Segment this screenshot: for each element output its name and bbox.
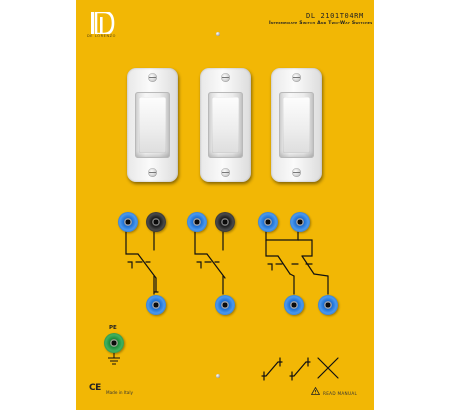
module-model: DL 2101T04RM [306, 12, 364, 20]
brand-tagline: DE LORENZO [87, 34, 117, 38]
jack-blue-top-3[interactable] [258, 212, 278, 232]
plate-screw [221, 73, 230, 82]
earth-ground-icon [108, 353, 120, 365]
plate-screw [292, 168, 301, 177]
switch-2[interactable] [200, 68, 251, 182]
jack-blue-bottom-1[interactable] [146, 295, 166, 315]
module-description: Intermediate Switch And Two-Way Switches [269, 21, 373, 26]
jack-black-top-2[interactable] [215, 212, 235, 232]
jack-blue-top-1[interactable] [118, 212, 138, 232]
module-panel: DE LORENZO DL 2101T04RM Intermediate Swi… [76, 0, 374, 410]
made-in-label: Made in Italy [106, 390, 133, 395]
panel-screw [216, 374, 220, 378]
read-manual-label: READ MANUAL [323, 391, 358, 396]
circuit-diagram [108, 231, 339, 381]
switch-1[interactable] [127, 68, 178, 182]
plate-screw [221, 168, 230, 177]
rocker-button[interactable] [208, 92, 243, 158]
jack-blue-top-2[interactable] [187, 212, 207, 232]
jack-black-top-1[interactable] [146, 212, 166, 232]
rocker-button[interactable] [135, 92, 170, 158]
jack-blue-bottom-3[interactable] [284, 295, 304, 315]
plate-screw [148, 168, 157, 177]
dl-logo-icon [91, 12, 115, 34]
plate-screw [148, 73, 157, 82]
plate-screw [292, 73, 301, 82]
ce-mark: CE [89, 383, 101, 393]
jack-blue-bottom-2[interactable] [215, 295, 235, 315]
jack-blue-bottom-4[interactable] [318, 295, 338, 315]
rocker-button[interactable] [279, 92, 314, 158]
switch-3[interactable] [271, 68, 322, 182]
panel-screw [216, 32, 220, 36]
jack-pe-green[interactable] [104, 333, 124, 353]
warning-triangle-icon [311, 387, 320, 395]
jack-blue-top-4[interactable] [290, 212, 310, 232]
pe-label: PE [109, 325, 117, 331]
